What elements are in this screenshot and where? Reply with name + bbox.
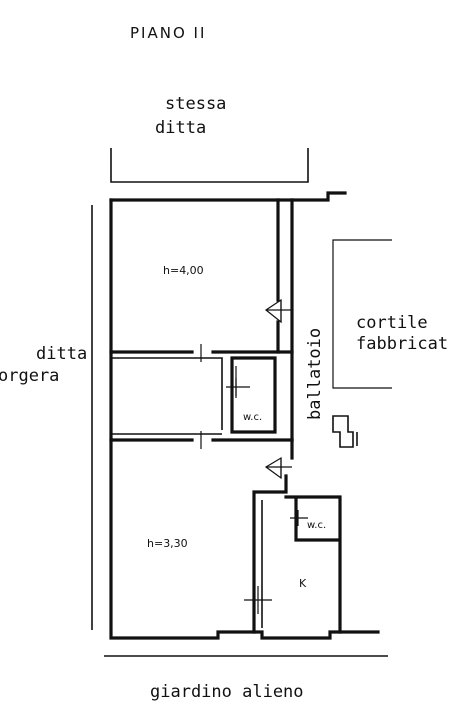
top-neighbor-boundary: [110, 148, 309, 183]
room-upper-label: h=4,00: [163, 264, 204, 277]
wc-lower-label: w.c.: [307, 520, 327, 531]
left-neighbor-label-2: orgera: [0, 366, 60, 386]
right-neighbor-label-2: fabbricat: [356, 334, 449, 354]
right-neighbor-label-1: cortile: [356, 313, 428, 333]
top-neighbor-label-1: stessa: [165, 94, 227, 114]
room-lower-label: h=3,30: [147, 537, 188, 550]
corridor-label: ballatoio: [305, 327, 325, 420]
partition-upper-inner: [111, 357, 223, 430]
left-neighbor-label-1: ditta: [36, 344, 88, 364]
door-swing-upper: [264, 298, 282, 324]
outer-wall-upper: [109, 198, 380, 640]
courtyard-outline: [332, 239, 392, 389]
balcony-detail: [332, 415, 354, 448]
kitchen-label: K: [299, 577, 307, 590]
door-swing-lower: [264, 456, 282, 480]
floor-title: PIANO II: [130, 24, 207, 42]
kitchen-top: [284, 495, 342, 634]
wc-upper-label: w.c.: [243, 412, 263, 423]
bottom-neighbor-label: giardino alieno: [150, 682, 304, 702]
corridor-lower-b: [252, 474, 288, 634]
top-wall: [109, 198, 294, 442]
entry-wall: [290, 191, 347, 202]
corridor-wall-lower: [276, 320, 294, 354]
top-neighbor-label-2: ditta: [155, 118, 207, 138]
wc-upper-walls: [230, 356, 277, 434]
wc-lower-walls: [294, 498, 340, 542]
